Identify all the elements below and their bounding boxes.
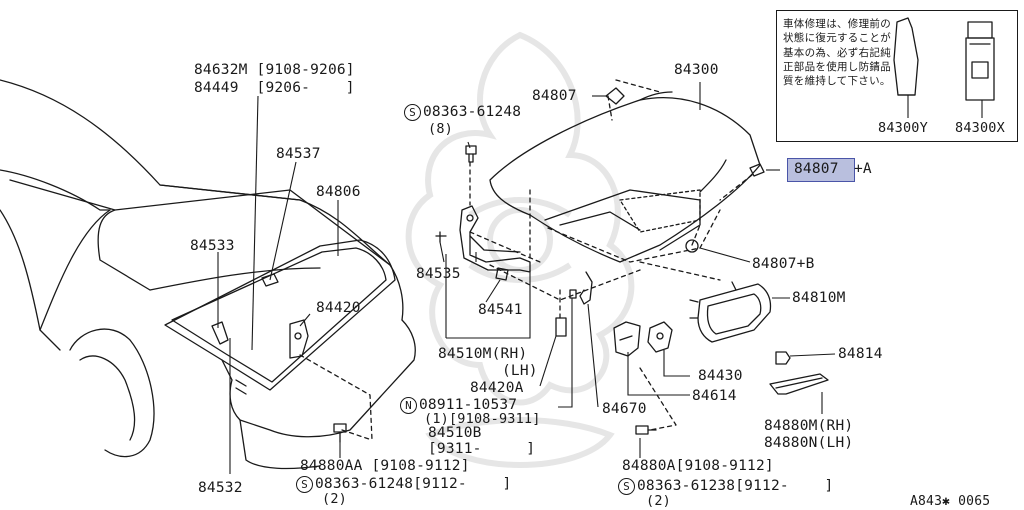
- bolt-84880a: [635, 425, 657, 435]
- label-84535: 84535: [416, 266, 461, 282]
- lock-84614: [613, 321, 641, 357]
- label-84510b: 84510B: [428, 425, 482, 441]
- label-08363-c-qty: (2): [646, 493, 671, 509]
- label-84807a[interactable]: 84807: [794, 161, 839, 177]
- bolt-08363-a: [465, 145, 477, 163]
- striker-84420: [289, 319, 309, 359]
- touchup-tube-84300y: [893, 17, 919, 96]
- label-84533: 84533: [190, 238, 235, 254]
- symbol-s-b: S: [296, 476, 313, 493]
- grommet-84807b: [685, 239, 699, 253]
- hinge-assembly: [435, 205, 531, 281]
- label-84614: 84614: [692, 388, 737, 404]
- label-84449: 84449 [9206- ]: [194, 80, 355, 96]
- label-84420a: 84420A: [470, 380, 524, 396]
- spray-can-84300x: [965, 21, 995, 101]
- bolt-84880aa: [333, 423, 347, 443]
- repair-note-box: 車体修理は、修理前の状態に復元することが基本の為、必ず右記純正部品を使用し防錆品…: [776, 10, 1018, 142]
- repair-note-text: 車体修理は、修理前の状態に復元することが基本の為、必ず右記純正部品を使用し防錆品…: [783, 18, 891, 88]
- label-84880m: 84880M(RH): [764, 418, 854, 434]
- latch-84430: [647, 321, 673, 353]
- symbol-s-c: S: [618, 478, 635, 495]
- label-84510m-lh: (LH): [502, 363, 538, 379]
- part-84533: [211, 321, 229, 345]
- finisher-84810m: [689, 281, 772, 343]
- label-08911-code: 08911-10537: [419, 397, 518, 413]
- label-84510b-range: [9311- ]: [428, 441, 536, 457]
- label-84541: 84541: [478, 302, 523, 318]
- label-84537: 84537: [276, 146, 321, 162]
- label-84430: 84430: [698, 368, 743, 384]
- label-84806: 84806: [316, 184, 361, 200]
- car-body: [0, 79, 416, 470]
- label-84300x: 84300X: [955, 120, 1005, 136]
- small-lock-parts: [555, 271, 593, 337]
- label-84300: 84300: [674, 62, 719, 78]
- label-08363-a-qty: (8): [428, 121, 453, 137]
- label-84807a-suffix: +A: [854, 161, 872, 177]
- label-84670: 84670: [602, 401, 647, 417]
- label-08363-b-code: 08363-61248[9112- ]: [315, 476, 512, 492]
- guide-lines: [299, 79, 753, 441]
- leader-lines: [217, 82, 983, 474]
- part-84537: [261, 273, 279, 287]
- strip-84880: [769, 373, 829, 395]
- label-84880a: 84880A[9108-9112]: [622, 458, 774, 474]
- grommet-84807: [605, 87, 625, 105]
- label-84880aa: 84880AA [9108-9112]: [300, 458, 470, 474]
- grommet-84807a: [749, 163, 765, 177]
- label-figure-code: A843✱ 0065: [910, 494, 991, 509]
- label-84510m: 84510M(RH): [438, 346, 528, 362]
- label-84807-top: 84807: [532, 88, 577, 104]
- trunk-lid: [489, 91, 761, 263]
- label-08363-a-code: 08363-61248: [423, 104, 522, 120]
- label-84807b: 84807+B: [752, 256, 815, 272]
- symbol-n: N: [400, 397, 417, 414]
- label-84532: 84532: [198, 480, 243, 496]
- label-84420: 84420: [316, 300, 361, 316]
- symbol-s: S: [404, 104, 421, 121]
- clip-84814: [775, 351, 791, 365]
- highlight-box: [787, 158, 855, 182]
- label-08363-b-qty: (2): [322, 491, 347, 507]
- label-08363-c-code: 08363-61238[9112- ]: [637, 478, 834, 494]
- label-84880n: 84880N(LH): [764, 435, 854, 451]
- label-84632m: 84632M [9108-9206]: [194, 62, 355, 78]
- label-84300y: 84300Y: [878, 120, 928, 136]
- label-84814: 84814: [838, 346, 883, 362]
- label-08911-qty: (1)[9108-9311]: [424, 411, 541, 427]
- label-84810m: 84810M: [792, 290, 846, 306]
